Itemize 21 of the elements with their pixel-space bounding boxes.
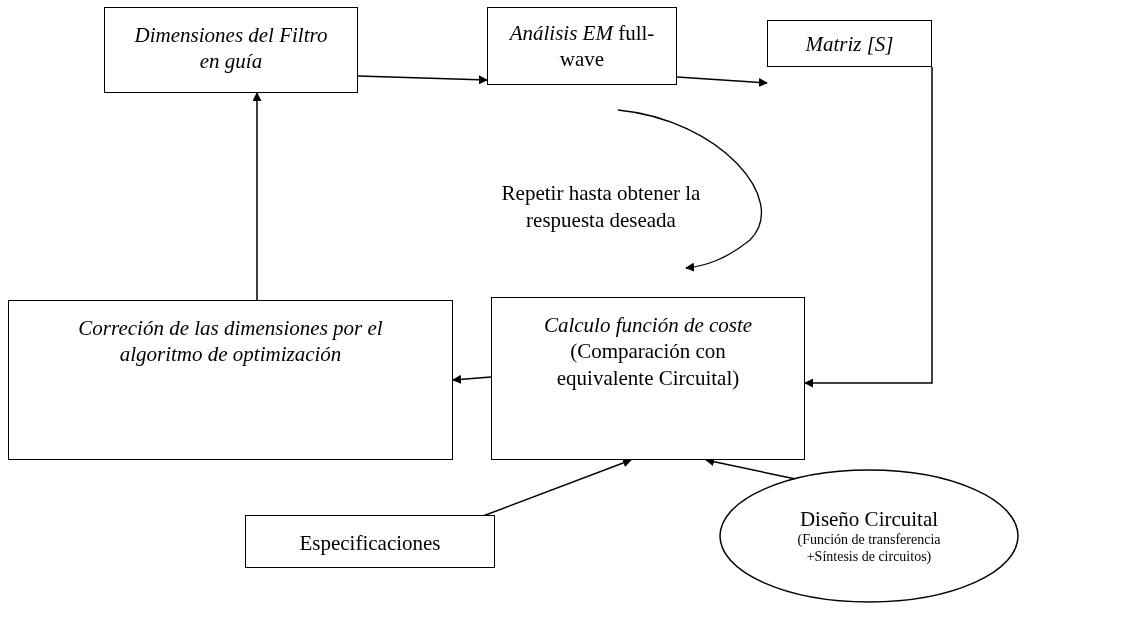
arrow bbox=[452, 374, 492, 384]
node-label: Matriz [S] bbox=[805, 31, 894, 58]
process-box bbox=[767, 20, 932, 67]
process-box bbox=[245, 515, 495, 568]
process-box bbox=[8, 300, 453, 460]
node-label: Diseño Circuital bbox=[799, 506, 939, 533]
node-description: (Comparación con equivalente Circuital) bbox=[555, 338, 741, 391]
node-description: (Función de transferencia +Síntesis de circuitos) bbox=[796, 532, 942, 566]
note-text: Repetir hasta obtener la respuesta deseada bbox=[500, 180, 702, 235]
arrow bbox=[252, 92, 262, 302]
node-label: Calculo función de coste bbox=[542, 312, 754, 339]
process-box bbox=[487, 7, 677, 85]
arrow bbox=[676, 76, 768, 87]
node-label: Especificaciones bbox=[299, 530, 441, 557]
arrow bbox=[357, 75, 488, 85]
node-label: Análisis EM full-wave bbox=[507, 20, 656, 73]
arrow bbox=[804, 66, 933, 388]
process-box bbox=[104, 7, 358, 93]
node-label: Dimensiones del Filtro en guía bbox=[133, 22, 329, 75]
node-label: Correción de las dimensiones por el algoritmo de optimización bbox=[77, 315, 384, 368]
process-box bbox=[491, 297, 805, 460]
